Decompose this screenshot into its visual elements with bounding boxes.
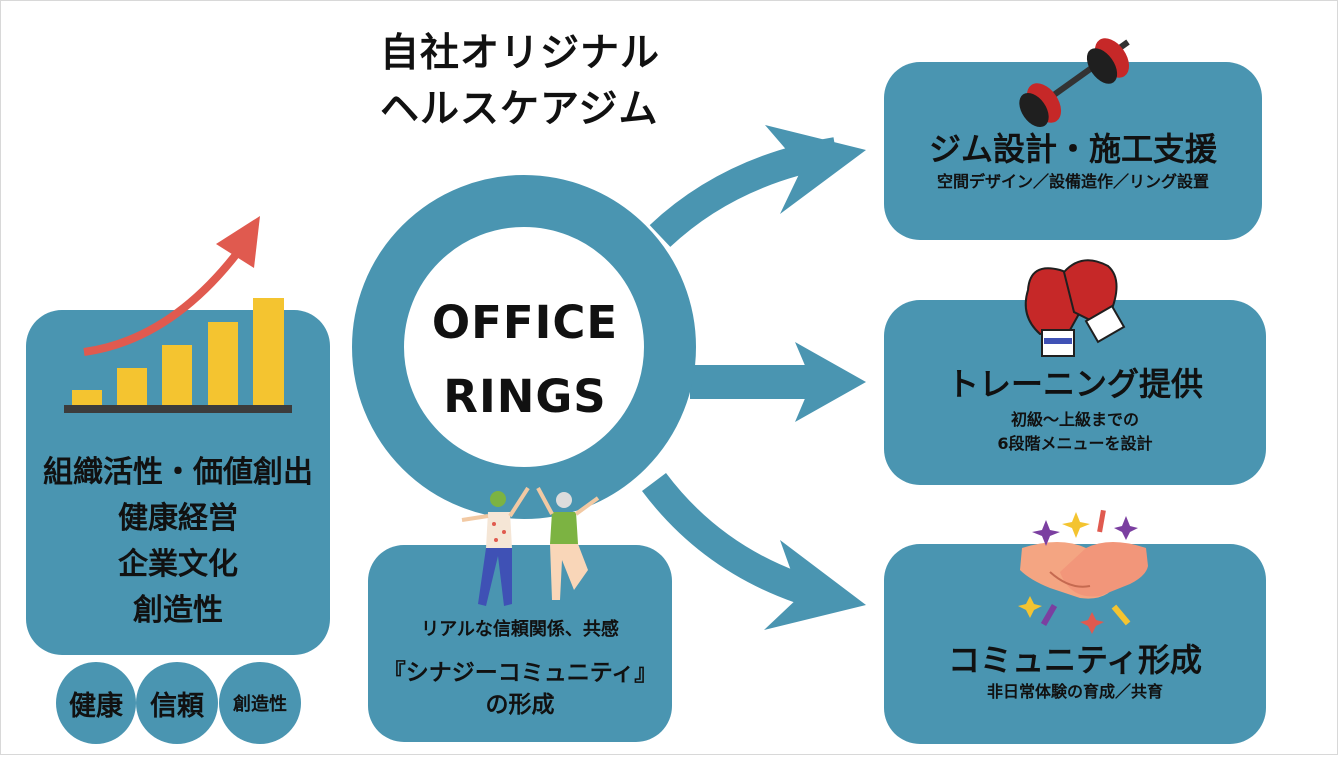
community-title: コミュニティ形成 (947, 641, 1203, 679)
synergy-heading: 『シナジーコミュニティ』 の形成 (368, 657, 672, 721)
circle-trust: 信頼 (136, 662, 218, 744)
ring-label: OFFICE RINGS (400, 286, 650, 434)
title-line-2: ヘルスケアジム (380, 87, 659, 132)
arrowhead-training (795, 342, 866, 422)
training-title: トレーニング提供 (946, 365, 1203, 403)
page-title: 自社オリジナル ヘルスケアジム (380, 26, 710, 138)
left-benefits-box: 組織活性・価値創出 健康経営 企業文化 創造性 (26, 310, 330, 655)
training-box: トレーニング提供 初級〜上級までの 6段階メニューを設計 (884, 300, 1266, 485)
gym-support-box: ジム設計・施工支援 空間デザイン／設備造作／リング設置 (884, 62, 1262, 240)
community-box: コミュニティ形成 非日常体験の育成／共育 (884, 544, 1266, 744)
left-line-2: 健康経営 (118, 501, 238, 536)
synergy-line-3: の形成 (485, 692, 555, 718)
left-line-4: 創造性 (133, 593, 223, 628)
gym-subtitle: 空間デザイン／設備造作／リング設置 (936, 172, 1209, 191)
training-sub-line-2: 6段階メニューを設計 (997, 434, 1153, 453)
left-line-1: 組織活性・価値創出 (43, 455, 313, 490)
left-line-3: 企業文化 (118, 547, 238, 582)
left-benefits-text: 組織活性・価値創出 健康経営 企業文化 創造性 (26, 450, 330, 634)
circle-creativity: 創造性 (219, 662, 301, 744)
training-sub-line-1: 初級〜上級までの (1010, 410, 1139, 429)
arrowhead-gym (765, 125, 866, 214)
ring-label-line-2: RINGS (443, 370, 607, 423)
circle-health: 健康 (56, 662, 136, 744)
gym-title: ジム設計・施工支援 (928, 130, 1217, 168)
arrowhead-community (764, 540, 866, 630)
title-line-1: 自社オリジナル (380, 31, 661, 76)
synergy-line-2: 『シナジーコミュニティ』 (382, 660, 658, 686)
community-subtitle: 非日常体験の育成／共育 (986, 682, 1163, 701)
synergy-line-1: リアルな信頼関係、共感 (421, 619, 619, 640)
synergy-box: リアルな信頼関係、共感 『シナジーコミュニティ』 の形成 (368, 545, 672, 742)
ring-label-line-1: OFFICE (431, 296, 619, 349)
training-subtitle: 初級〜上級までの 6段階メニューを設計 (884, 408, 1266, 456)
